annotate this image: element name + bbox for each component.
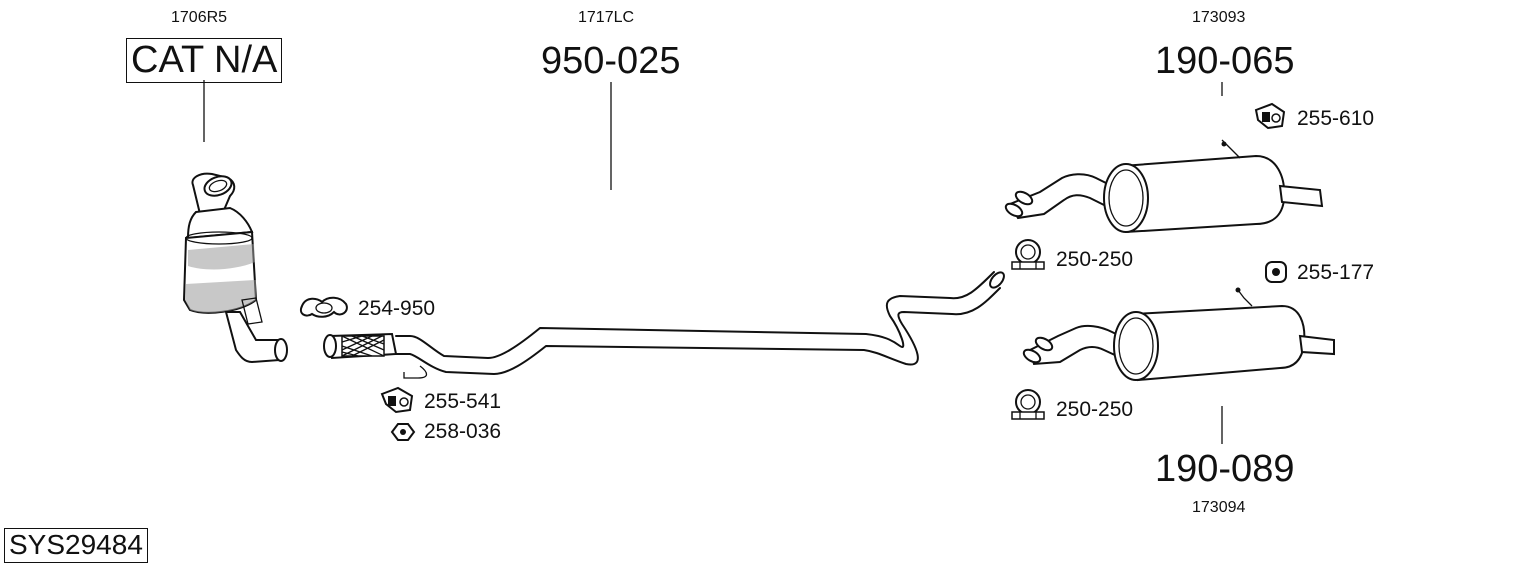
gasket-front-icon	[300, 296, 348, 318]
clamp-rear-b-label: 250-250	[1056, 398, 1134, 421]
clamp-rear-a-icon	[1011, 239, 1045, 270]
system-number: SYS29484	[4, 528, 148, 563]
catalyst-oem-ref: 1706R5	[171, 9, 228, 26]
hanger-rear-top-label: 255-610	[1297, 107, 1375, 130]
hanger-front-label: 255-541	[424, 390, 502, 413]
rear-silencer-a-oem-ref: 173093	[1192, 9, 1246, 26]
center-pipe-part-number: 950-025	[541, 40, 681, 82]
rear-silencer-b	[1022, 287, 1335, 382]
rubber-mount-label: 255-177	[1297, 261, 1375, 284]
hanger-front-icon	[380, 386, 414, 414]
center-pipe	[323, 271, 1005, 379]
rear-silencer-b-oem-ref: 173094	[1192, 499, 1246, 516]
rear-silencer-a-part-number: 190-065	[1155, 40, 1295, 82]
rear-silencer-a	[1004, 139, 1324, 234]
catalyst-part-number: CAT N/A	[126, 38, 283, 83]
clamp-rear-b-icon	[1011, 389, 1045, 420]
gasket-front-label: 254-950	[358, 297, 436, 320]
rear-silencer-b-part-number: 190-089	[1155, 448, 1295, 490]
clamp-rear-a-label: 250-250	[1056, 248, 1134, 271]
center-pipe-oem-ref: 1717LC	[578, 9, 635, 26]
rubber-mount-icon	[1265, 261, 1287, 283]
hanger-rear-top-icon	[1254, 102, 1286, 130]
nut-front-label: 258-036	[424, 420, 502, 443]
catalytic-converter	[182, 172, 288, 364]
nut-front-icon	[390, 423, 416, 441]
